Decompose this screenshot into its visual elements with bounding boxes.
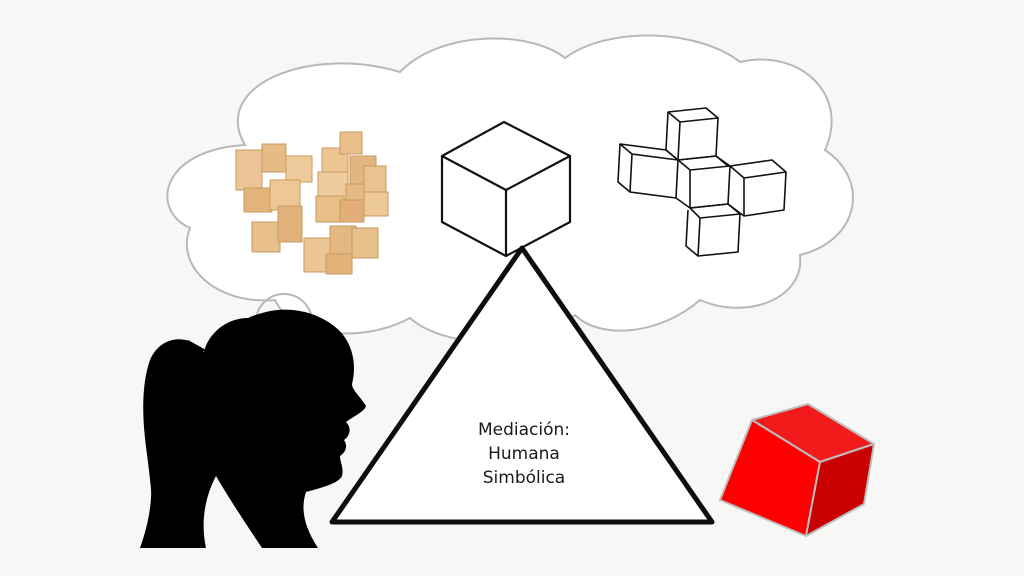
red-cube-icon: [719, 403, 875, 537]
wooden-blocks-image: [235, 131, 389, 275]
mediation-label: Mediación: Humana Simbólica: [424, 418, 624, 490]
cube-net-icon: [617, 107, 787, 257]
wireframe-cube-icon: [440, 120, 572, 258]
person-silhouette: [140, 309, 366, 548]
mediation-triangle: [329, 245, 715, 525]
mediation-label-line3: Simbólica: [482, 468, 566, 488]
mediation-label-line1: Mediación:: [477, 420, 571, 440]
mediation-label-line2: Humana: [488, 444, 560, 464]
